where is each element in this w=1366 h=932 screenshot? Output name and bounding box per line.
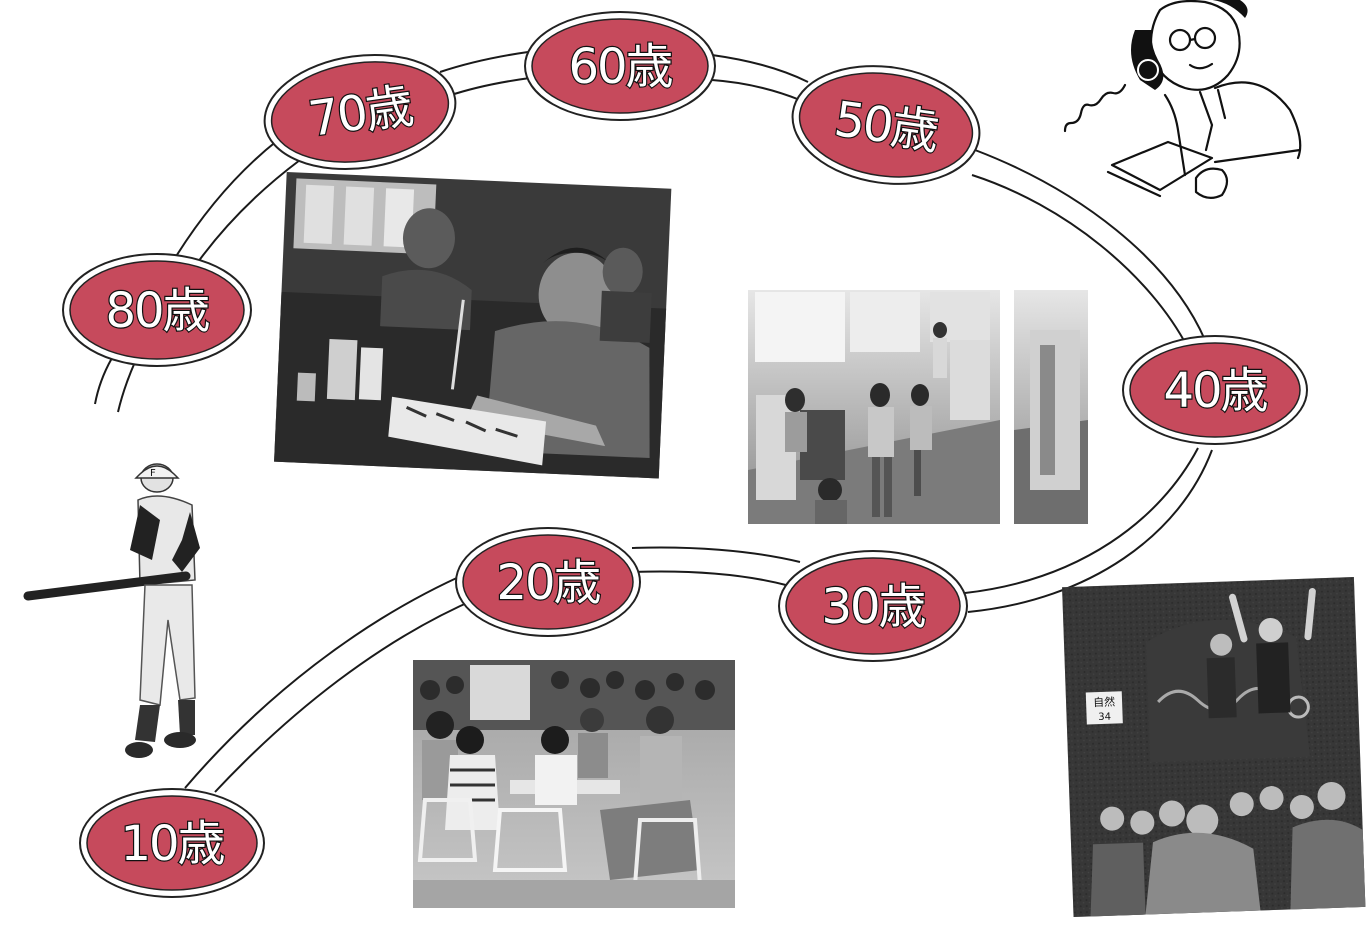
festival-sign: 自然 34 [1085,691,1123,725]
businessman-on-phone-icon [1063,0,1302,199]
age-badge-40: 40歳 [1122,335,1308,445]
photo-gym [748,290,1088,524]
age-badge-fill [1129,342,1301,438]
baseball-player-icon: F [23,463,200,758]
svg-text:F: F [150,468,156,479]
age-badge-fill [270,61,450,163]
age-badge-fill [69,260,245,360]
age-label-10: 10歳 [120,816,224,872]
age-badge-fill [86,795,258,891]
age-badge-70: 70歳 [263,53,457,171]
festival-sign-line2: 34 [1098,712,1111,723]
age-badge-30: 30歳 [778,550,968,662]
age-label-20: 20歳 [496,555,600,611]
age-badge-50: 50歳 [791,65,981,185]
photo-cafe [413,660,735,908]
age-badge-60: 60歳 [524,11,716,121]
photo-calligraphy [274,171,672,479]
age-badge-fill [798,72,974,178]
age-label-40: 40歳 [1163,363,1267,419]
age-badges: 10歳 20歳 30歳 40歳 50歳 60歳 70歳 80歳 [62,11,1308,898]
age-badge-fill [531,18,709,114]
festival-sign-line1: 自然 [1093,694,1115,709]
age-label-80: 80歳 [105,283,209,339]
life-road [94,51,1213,793]
age-label-30: 30歳 [821,579,925,635]
age-badge-fill [785,557,961,655]
age-badge-80: 80歳 [62,253,252,367]
age-badge-20: 20歳 [455,527,641,637]
age-label-60: 60歳 [568,39,672,95]
photo-festival: 自然 34 [1062,577,1366,918]
age-badge-fill [462,534,634,630]
age-badge-10: 10歳 [79,788,265,898]
